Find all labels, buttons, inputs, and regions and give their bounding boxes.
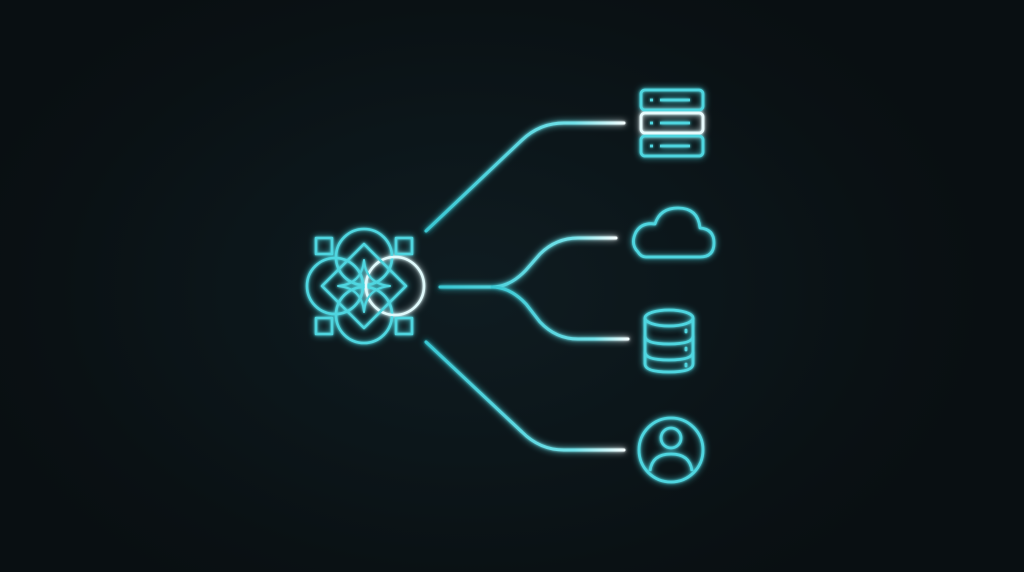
connection-line-cloud	[438, 236, 618, 289]
network-hub-icon	[305, 227, 426, 345]
database-icon	[643, 308, 695, 374]
user-profile-icon	[637, 416, 705, 484]
server-rack-icon	[639, 88, 705, 158]
connection-line-user	[424, 340, 626, 452]
connection-line-server	[424, 121, 626, 233]
cloud-icon	[632, 206, 716, 259]
connection-lines	[424, 121, 630, 452]
connection-line-database	[490, 285, 630, 341]
